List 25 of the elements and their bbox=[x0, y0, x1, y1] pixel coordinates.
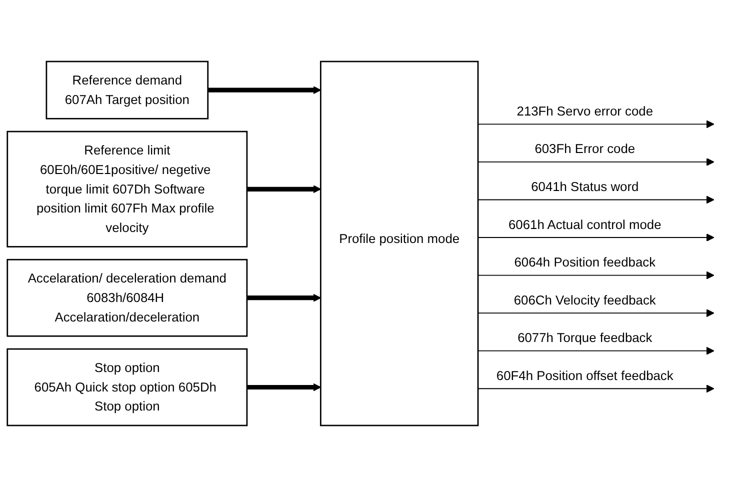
arrow bbox=[478, 346, 714, 355]
arrow bbox=[208, 86, 322, 94]
edge-label: 603Fh Error code bbox=[534, 141, 636, 156]
edge-label: 6041h Status word bbox=[531, 179, 639, 194]
edge-label: 213Fh Servo error code bbox=[516, 103, 654, 118]
arrow bbox=[478, 196, 714, 204]
edge-label: 6077h Torque feedback bbox=[518, 330, 652, 345]
node-box: Reference limit 60E0h/60E1positive/ negetive torque limit 607Dh Software position limit 607Fh Max profile velocity bbox=[6, 130, 248, 248]
edge-label: 6061h Actual control mode bbox=[508, 216, 662, 232]
arrow bbox=[478, 309, 714, 318]
arrow bbox=[478, 158, 714, 166]
edge-label: 6064h Position feedback bbox=[514, 254, 656, 270]
arrow bbox=[478, 271, 714, 280]
arrow bbox=[246, 185, 322, 194]
node-box: Stop option 605Ah Quick stop option 605Dh Stop option bbox=[6, 348, 248, 426]
node-box: Reference demand 607Ah Target position bbox=[46, 60, 209, 120]
arrow bbox=[478, 233, 714, 242]
arrow bbox=[246, 383, 322, 392]
edge-label: 606Ch Velocity feedback bbox=[514, 292, 656, 308]
arrow bbox=[246, 294, 322, 302]
arrow bbox=[478, 384, 714, 393]
node-box: Profile position mode bbox=[320, 60, 479, 426]
edge-label: 60F4h Position offset feedback bbox=[496, 368, 674, 383]
node-box: Accelaration/ deceleration demand 6083h/6084H Accelaration/deceleration bbox=[6, 258, 248, 337]
arrow bbox=[478, 120, 714, 128]
